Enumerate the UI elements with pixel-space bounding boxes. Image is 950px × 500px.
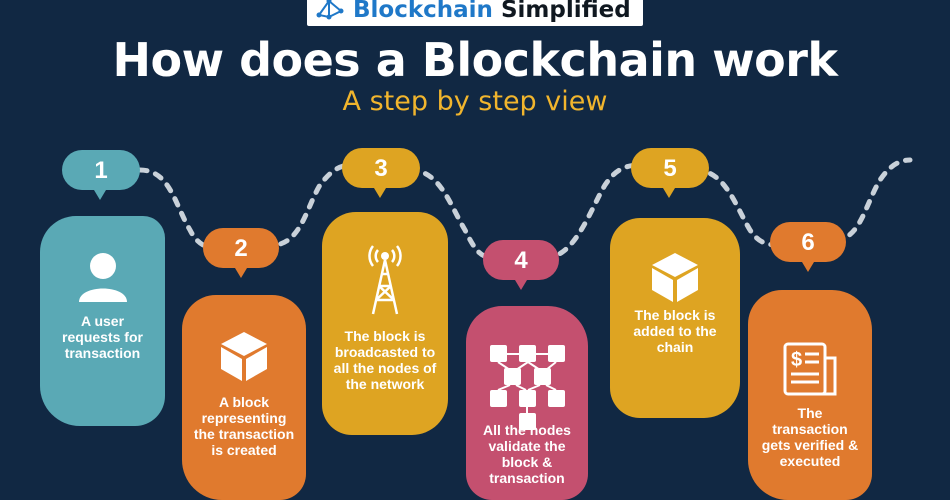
- bubble-shape: [483, 240, 559, 290]
- invoice-icon: $: [783, 342, 837, 396]
- svg-text:$: $: [791, 349, 802, 371]
- step-6-number-bubble: 6: [770, 222, 846, 272]
- bubble-shape: [203, 228, 279, 278]
- step-3-text: The block is broadcasted to all the node…: [333, 328, 437, 392]
- step-2-number: 2: [234, 235, 248, 262]
- step-1-text: A user requests for transaction: [62, 313, 143, 361]
- step-3-number-bubble: 3: [342, 148, 420, 198]
- step-4-number: 4: [514, 247, 528, 274]
- step-3-card: The block is broadcasted to all the node…: [322, 212, 448, 435]
- bubble-shape: [770, 222, 846, 272]
- step-1-card: A user requests for transaction: [40, 216, 165, 426]
- step-4-text: All the nodes validate the block & trans…: [483, 422, 571, 486]
- step-5-text: The block is added to the chain: [633, 307, 717, 355]
- step-1-number-bubble: 1: [62, 150, 140, 200]
- step-3-number: 3: [374, 155, 388, 182]
- page-subtitle: A step by step view: [342, 86, 608, 117]
- bubble-shape: [631, 148, 709, 198]
- step-6-text: The transaction gets verified & executed: [761, 405, 859, 469]
- step-2-number-bubble: 2: [203, 228, 279, 278]
- cube-icon: [221, 332, 267, 381]
- tower-icon: [368, 245, 402, 315]
- step-5-number: 5: [663, 155, 677, 182]
- cube-icon: [652, 253, 698, 302]
- logo-text: Blockchain Simplified: [353, 0, 631, 23]
- step-2-card: A block representing the transaction is …: [182, 295, 306, 500]
- logo-network-icon: [316, 0, 344, 20]
- logo-word-simplified: Simplified: [500, 0, 631, 23]
- user-icon: [78, 253, 127, 302]
- step-2-text: A block representing the transaction is …: [193, 394, 295, 458]
- step-5-number-bubble: 5: [631, 148, 709, 198]
- logo-word-blockchain: Blockchain: [353, 0, 493, 23]
- network-cubes-icon: [490, 345, 565, 430]
- step-1-number: 1: [94, 157, 108, 184]
- brand-logo: Blockchain Simplified: [307, 0, 643, 26]
- page-title: How does a Blockchain work: [112, 33, 838, 87]
- step-6-number: 6: [801, 229, 815, 256]
- bubble-shape: [62, 150, 140, 200]
- step-6-card: $ The transaction gets verified & execut…: [748, 290, 872, 500]
- step-4-card: All the nodes validate the block & trans…: [466, 306, 588, 500]
- step-5-card: The block is added to the chain: [610, 218, 740, 418]
- bubble-shape: [342, 148, 420, 198]
- step-4-number-bubble: 4: [483, 240, 559, 290]
